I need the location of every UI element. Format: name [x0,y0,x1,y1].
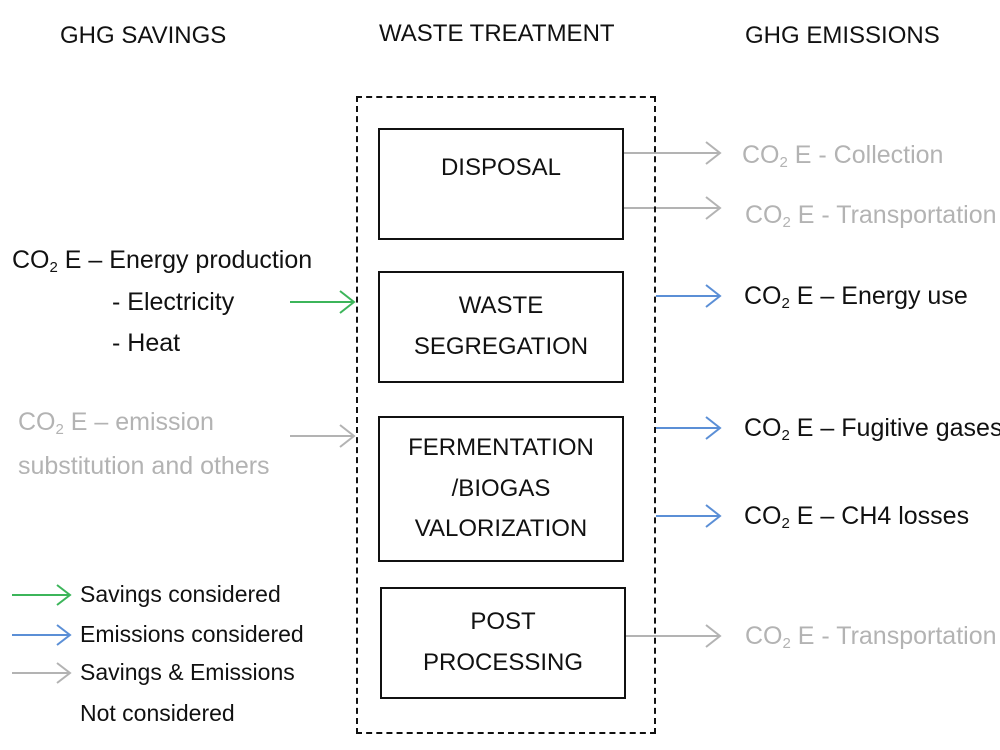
box-fermentation-line-3: VALORIZATION [414,515,588,543]
legend-arrow-emissions [12,624,72,646]
savings-substitution-text: – emission [87,408,214,436]
arrow-post-transportation [624,624,722,648]
box-post-line-1: POST [470,608,536,636]
arrow-electricity-to-segregation [290,290,356,314]
savings-emission-substitution: CO2 E – emission [18,408,214,438]
arrow-disposal-transportation [624,196,722,220]
emission-transportation-disposal: CO2 E - Transportation [745,201,997,231]
legend-arrow-not-considered [12,662,72,684]
legend-not-considered-line-2: Not considered [80,700,235,726]
header-ghg-emissions: GHG EMISSIONS [745,22,940,49]
emission-collection: CO2 E - Collection [742,141,944,171]
box-segregation-line-1: WASTE [458,292,544,320]
emission-ch4-losses: CO2 E – CH4 losses [744,502,970,532]
box-disposal-line-1: DISPOSAL [440,154,562,181]
header-ghg-savings: GHG SAVINGS [60,22,227,49]
emission-energy-use: CO2 E – Energy use [744,282,968,312]
waste-treatment-container [356,96,656,734]
legend-arrow-savings [12,584,72,606]
legend-not-considered-line-1: Savings & Emissions [80,659,295,685]
legend-emissions-considered: Emissions considered [80,621,304,647]
legend-savings-considered: Savings considered [80,581,281,607]
arrow-fermentation-ch4 [656,504,722,528]
arrow-fermentation-fugitive [656,416,722,440]
arrow-substitution-to-fermentation [290,424,356,448]
arrow-segregation-energy-use [656,284,722,308]
savings-heat: - Heat [112,329,181,357]
emission-fugitive-gases: CO2 E – Fugitive gases [744,414,1000,444]
header-waste-treatment: WASTE TREATMENT [379,20,615,47]
box-disposal: DISPOSAL [378,128,624,240]
box-post-processing: POST PROCESSING [380,587,626,699]
box-fermentation-line-2: /BIOGAS [451,474,551,502]
box-post-line-2: PROCESSING [422,649,584,676]
box-fermentation: FERMENTATION /BIOGAS VALORIZATION [378,416,624,562]
savings-substitution-line-2: substitution and others [18,452,270,480]
box-segregation-line-2: SEGREGATION [413,333,589,360]
emission-transportation-post: CO2 E - Transportation [745,622,997,652]
box-waste-segregation: WASTE SEGREGATION [378,271,624,383]
savings-energy-production: CO2 E – Energy production [12,246,313,276]
arrow-disposal-collection [624,141,722,165]
savings-electricity: - Electricity [112,288,235,316]
savings-energy-text: – Energy production [81,246,313,274]
box-fermentation-line-1: FERMENTATION [408,433,594,461]
